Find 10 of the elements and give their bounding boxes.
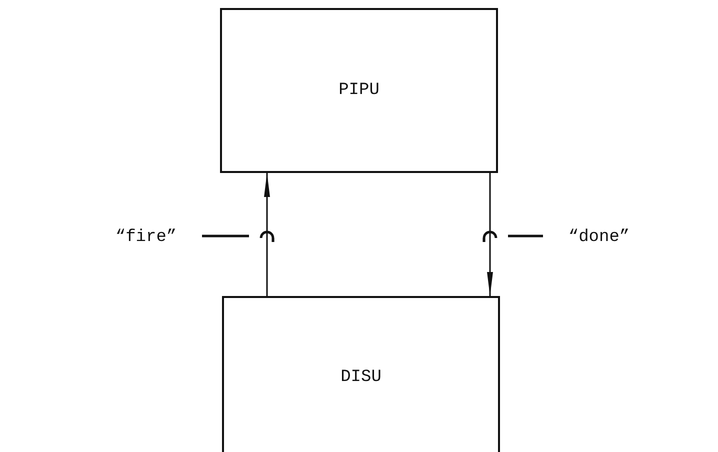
arrow [487,173,493,296]
leader-line [202,234,249,238]
unit-name: PIPU [338,81,380,100]
process-box [222,296,500,452]
process-box [220,8,498,173]
arrow [264,173,270,296]
signal-name: “fire” [115,228,177,246]
unit-name: DISU [340,368,382,386]
signal-name: “done” [568,228,630,246]
leader-line [508,234,543,238]
